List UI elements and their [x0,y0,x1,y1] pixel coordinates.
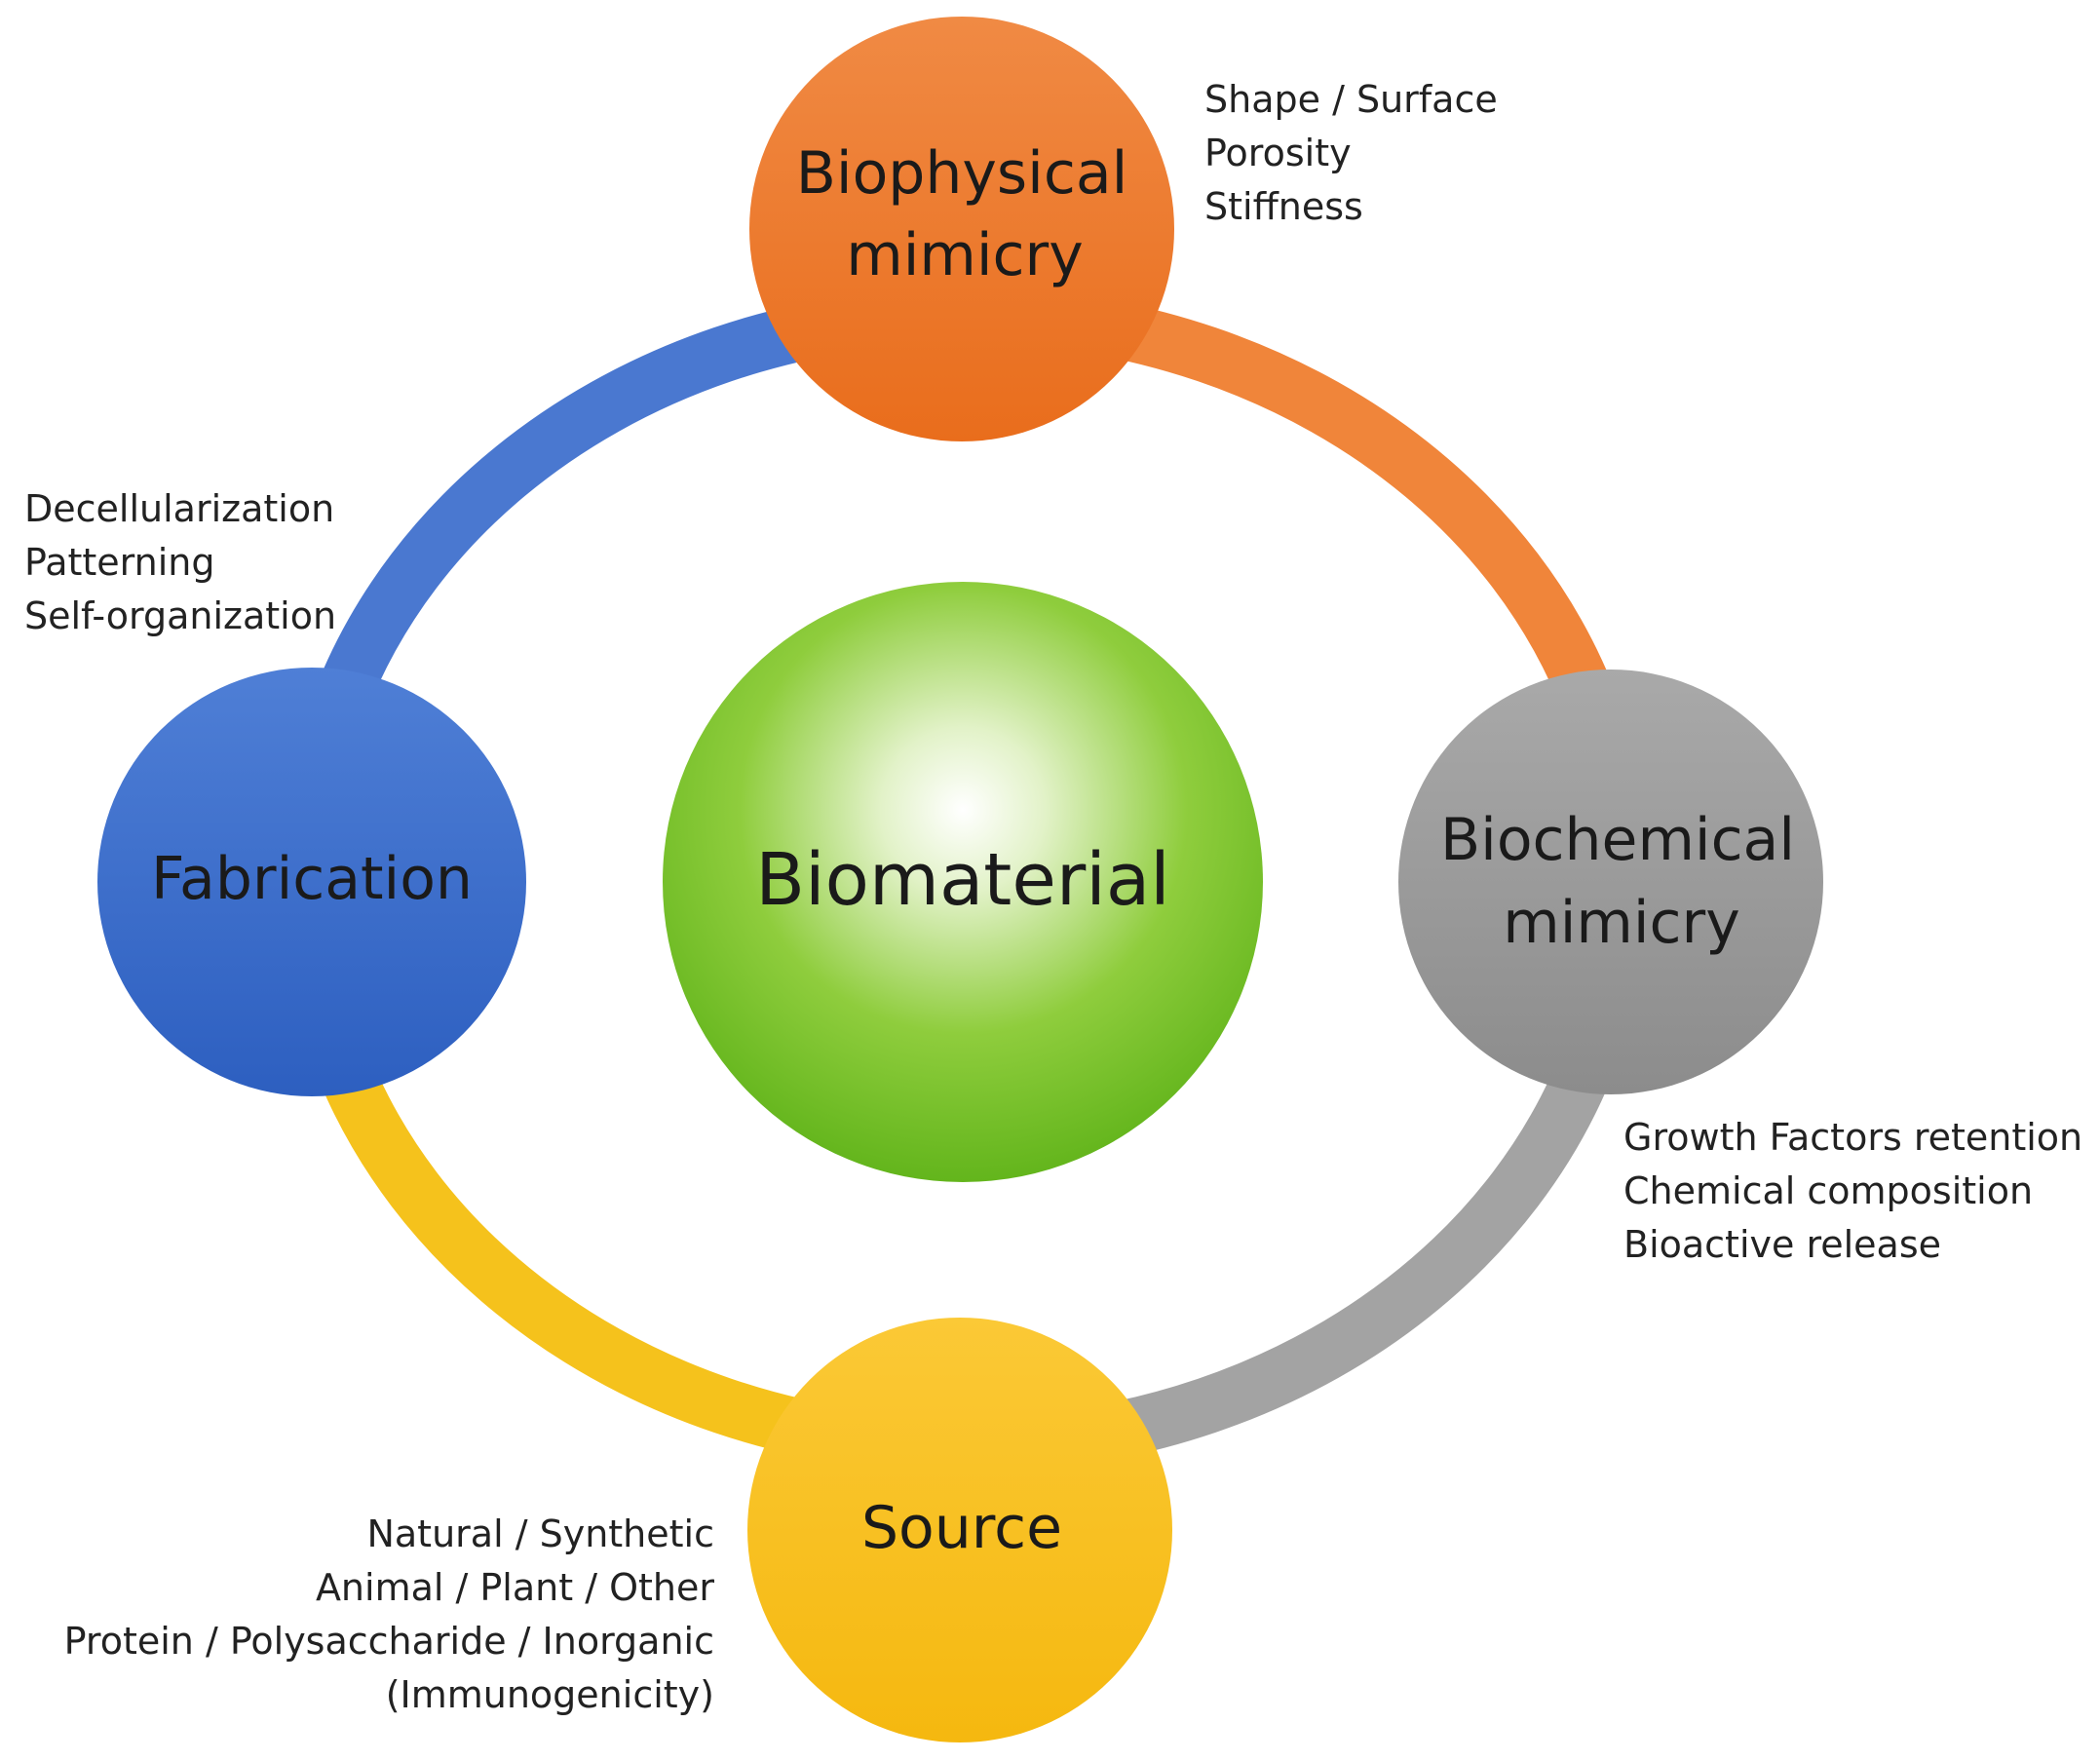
biophysical-note: Shape / Surface [1204,78,1498,121]
node-source: Source [747,1318,1172,1742]
biophysical-note: Porosity [1204,132,1352,174]
node-biomaterial-circle [663,582,1263,1182]
node-biochemical-mimicry: Biochemical mimicry [1398,670,1823,1094]
node-source-label: Source [861,1494,1062,1562]
node-biomaterial: Biomaterial [663,582,1263,1182]
fabrication-notes: Decellularization Patterning Self-organi… [24,482,336,643]
biophysical-notes: Shape / Surface Porosity Stiffness [1204,73,1498,234]
source-notes: Natural / Synthetic Animal / Plant / Oth… [64,1508,714,1722]
node-biophysical-mimicry: Biophysical mimicry [749,17,1174,441]
fabrication-note: Self-organization [24,594,337,637]
biochemical-note: Growth Factors retention [1623,1116,2083,1159]
source-note: Natural / Synthetic [366,1512,714,1555]
node-biochemical-label-line1: Biochemical [1440,806,1795,874]
node-biophysical-label-line1: Biophysical [796,139,1128,208]
node-biochemical-label-line2: mimicry [1503,889,1739,957]
node-fabrication: Fabrication [97,668,526,1096]
node-biophysical-circle [749,17,1174,441]
source-note: Protein / Polysaccharide / Inorganic [63,1620,714,1663]
node-fabrication-label: Fabrication [151,845,473,913]
node-biophysical-label-line2: mimicry [846,221,1083,289]
node-source-circle [747,1318,1172,1742]
fabrication-note: Patterning [24,541,215,584]
source-note: (Immunogenicity) [385,1673,714,1716]
biochemical-note: Chemical composition [1623,1169,2034,1212]
biophysical-note: Stiffness [1204,185,1363,228]
node-fabrication-circle [97,668,526,1096]
node-biochemical-circle [1398,670,1823,1094]
biochemical-notes: Growth Factors retention Chemical compos… [1623,1111,2082,1272]
node-biomaterial-label: Biomaterial [755,838,1169,922]
fabrication-note: Decellularization [24,487,335,530]
biochemical-note: Bioactive release [1623,1223,1942,1266]
source-note: Animal / Plant / Other [315,1566,714,1609]
